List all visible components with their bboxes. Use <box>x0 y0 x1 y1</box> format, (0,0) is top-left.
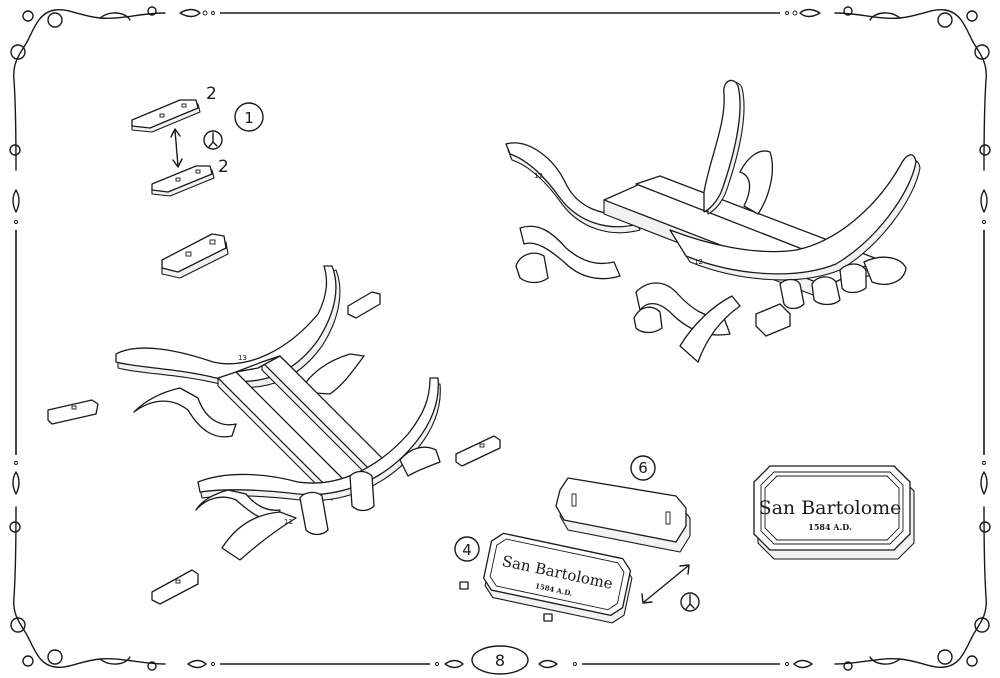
plaque-backing-board <box>555 477 691 553</box>
glue-icon <box>680 592 700 612</box>
corner-scroll-top-right <box>834 6 991 171</box>
upper-piece-quantity: 2 <box>206 84 217 104</box>
small-name-plaque: San Bartolome 1584 A.D. <box>483 532 633 624</box>
upper-small-piece <box>131 99 201 133</box>
loose-piece-4 <box>151 569 199 605</box>
rib-label-11: 11 <box>284 518 293 526</box>
corner-scroll-top-left <box>9 6 166 171</box>
page-number: 8 <box>471 645 529 675</box>
large-plaque-date: 1584 A.D. <box>808 522 852 532</box>
keel-assembly-left: 13 11 <box>47 265 501 605</box>
step-6-label: 6 <box>638 459 648 477</box>
glue-icon <box>203 130 223 150</box>
rib-label-13: 13 <box>238 354 247 362</box>
step-4: 4 San Bartolome 1584 A.D. <box>454 532 700 624</box>
decorative-frame <box>9 6 991 671</box>
lower-small-piece <box>151 165 215 197</box>
step-1-label: 1 <box>244 109 254 127</box>
step-1: 1 2 2 <box>131 84 264 279</box>
glued-small-piece <box>161 233 229 279</box>
keel-assembly-right: 12 12 <box>505 79 921 363</box>
corner-scroll-bottom-right <box>834 506 991 671</box>
loose-piece-2 <box>47 399 99 425</box>
assembly-arrow-vertical <box>170 128 183 168</box>
large-name-plaque: San Bartolome 1584 A.D. <box>753 465 915 560</box>
page-number-label: 8 <box>495 651 505 670</box>
step-4-marker <box>454 536 480 562</box>
step-6-marker <box>630 455 656 481</box>
step-1-marker <box>234 102 264 132</box>
corner-scroll-bottom-left <box>9 506 166 671</box>
rib-label-12-back: 12 <box>534 172 543 180</box>
large-plaque-name: San Bartolome <box>759 497 902 519</box>
lower-piece-quantity: 2 <box>218 157 229 177</box>
small-peg <box>543 613 553 622</box>
step-4-label: 4 <box>462 541 472 559</box>
loose-piece-3 <box>455 435 501 467</box>
loose-piece-1 <box>347 291 381 319</box>
assembly-arrow-diagonal <box>641 564 690 604</box>
small-peg <box>459 581 469 590</box>
rib-label-12: 12 <box>694 258 703 266</box>
step-6: 6 <box>555 455 691 553</box>
